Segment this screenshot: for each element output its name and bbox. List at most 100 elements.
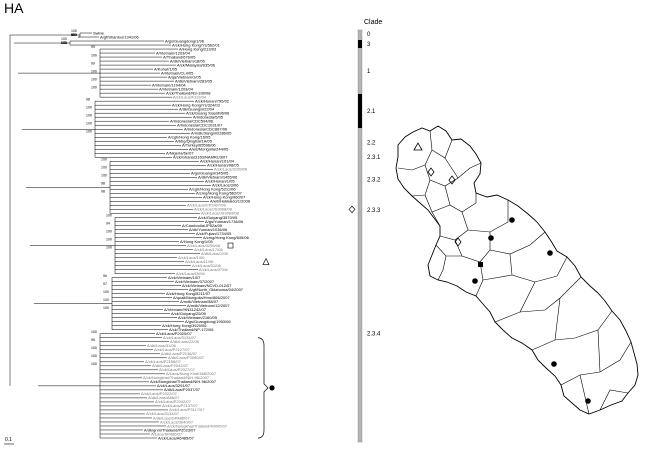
taxon-label: A/ck/Laos/3/06: [212, 183, 239, 188]
taxon-label: A/ck/Hunan/98/05: [207, 163, 240, 168]
province-line: [519, 281, 536, 313]
taxon-label: A/ck/Laos/19/06: [176, 271, 205, 276]
square-marker-legend: [227, 242, 234, 249]
province-line: [411, 179, 431, 197]
bootstrap-value: 100: [106, 214, 112, 218]
province-line: [461, 200, 509, 233]
province-line: [599, 389, 629, 411]
taxon-label: A/dk/Laos/P2042/07: [152, 363, 189, 368]
taxon-label: A/ck/Vietnam/1/07: [168, 275, 201, 280]
province-lines: [397, 130, 632, 415]
province-line: [397, 149, 433, 171]
bootstrap-value: 100: [91, 69, 97, 73]
taxon-label: A/Hong Kong/213/03: [179, 46, 217, 51]
bootstrap-value: 100: [101, 174, 107, 178]
taxon-label: A/dk/Vietnam/283/05: [175, 78, 213, 83]
bootstrap-value: 98: [86, 97, 90, 101]
province-line: [489, 231, 546, 255]
bootstrap-value: 100: [86, 105, 92, 109]
province-line: [554, 297, 561, 341]
taxon-label: A/Kohat/1/05: [154, 66, 178, 71]
circle-marker: [547, 250, 553, 256]
bootstrap-value: 100: [91, 330, 97, 334]
province-line: [475, 261, 484, 297]
taxon-label: A/ck/Malaysia/935/06: [177, 62, 216, 67]
province-line: [439, 229, 469, 241]
clade-label: 2.3.1: [367, 155, 381, 161]
tree-branches: [9, 32, 213, 439]
taxon-label: A/ck/Laos/P2127/07: [154, 347, 191, 352]
bootstrap-value: 96: [91, 338, 95, 342]
taxon-label: A/ck/Laos/P2027/07: [159, 367, 196, 372]
taxon-label: A/ck/Laos/31/06: [192, 263, 221, 268]
bootstrap-value: 100: [86, 129, 92, 133]
clade-fill: [358, 94, 362, 128]
bootstrap-value: 100: [61, 41, 67, 45]
bootstrap-value: 98: [101, 182, 105, 186]
taxon-label: A/ck/Laos/3291/07: [157, 383, 191, 388]
taxon-label: A/Vietnam/1194/04: [152, 82, 186, 87]
taxon-label: A/ck/Laos/P2137/07: [162, 403, 199, 408]
taxon-label: A/ck/Laos/JS3069/08: [201, 211, 240, 216]
taxon-label: A/dk/Laos/P2136/07: [161, 351, 198, 356]
bootstrap-value: 97: [103, 282, 107, 286]
bootstrap-value: 100: [71, 33, 77, 37]
circle-marker: [509, 217, 515, 223]
taxon-label: A/ck/Laos/P2158/07: [145, 359, 182, 364]
province-line: [424, 157, 459, 187]
taxon-label: A/ck/Thailand/NP-172/06: [169, 327, 214, 332]
bootstrap-value: 94: [106, 222, 110, 226]
taxon-label: A/dk/Laos/22/06: [170, 339, 200, 344]
taxon-label: A/ck/Laos/F119/04: [173, 94, 207, 99]
taxon-label: A/ck/Hunan/1/05: [205, 179, 235, 184]
taxon-label: A/ck/Vietnam/2160/05: [178, 315, 218, 320]
circle-marker: [488, 235, 494, 241]
clade-label: 2.3.3: [367, 208, 381, 214]
taxon-label: A/Indonesia/CDC594/06: [170, 119, 214, 124]
taxon-label: A/ck/Laos/P2042/07: [155, 399, 192, 404]
square-marker: [478, 262, 483, 267]
province-line: [424, 194, 451, 213]
taxon-label: A/ck/Hunan/795/02: [195, 98, 230, 103]
province-line: [509, 253, 568, 283]
taxon-label: A/Vietnam/1203/04: [156, 50, 191, 55]
province-line: [437, 255, 447, 281]
group-bracket: [257, 337, 269, 439]
clade-bar: [357, 29, 363, 443]
province-line: [531, 310, 613, 351]
taxon-label: A/gs/Yunnan/1736/06: [205, 219, 244, 224]
taxon-label: A/ck/Guang Xiao/896/06: [186, 110, 230, 115]
province-line: [560, 341, 632, 386]
taxon-label: A/Vietnam/CL4/05: [161, 70, 194, 75]
taxon-label: A/ck/Laos/3134/07: [163, 335, 197, 340]
taxon-label: A/ck/Laos/P3117/07: [169, 407, 205, 412]
taxon-label: A/ck/Guiyang/20/09: [171, 311, 207, 316]
taxon-label: A/ck/Hong Kong/5211/07: [166, 291, 211, 296]
taxon-label: A/ck/Laos/11/06: [185, 259, 214, 264]
taxon-label: Swine: [93, 30, 105, 35]
taxon-label: A/dk/Vietnam/1455/06: [198, 175, 238, 180]
taxon-label: A/gs/Guangxi/345/05: [191, 171, 229, 176]
clade-label: 2.3.2: [367, 178, 381, 184]
bootstrap-value: 100: [91, 53, 97, 57]
province-line: [444, 185, 477, 213]
taxon-label: A/Indonesia/CDC1031/07: [177, 123, 223, 128]
province-line: [429, 130, 453, 159]
taxon-label: A/Laos/Nong Khai/468/2007: [166, 371, 217, 376]
taxon-label: A/cgh/Hong Kong/5211/06: [189, 187, 236, 192]
taxon-label: A/dk/gnm/Thailand/P2023/07: [144, 427, 196, 432]
province-line: [494, 276, 582, 323]
bootstrap-value: 99: [71, 33, 75, 37]
taxon-label: A/cmg/Hong Kong/645/06: [203, 235, 250, 240]
taxon-label: A/ck/Laos/1/06: [178, 255, 205, 260]
taxon-label: A/ck/Laos/17/06: [194, 247, 223, 252]
clade-fill: [358, 40, 362, 48]
taxon-label: A/gs/Guangdong/1953/06: [185, 319, 231, 324]
bootstrap-value: 100: [91, 77, 97, 81]
taxon-label: A/ck/Laos/3295/06: [214, 167, 248, 172]
taxon-label: A/gf/Shantou/1341/06: [100, 34, 139, 39]
taxon-label: A/ck/Laos/3295/06: [187, 243, 221, 248]
taxon-label: A/ck/Hong Kong/960/07: [203, 195, 246, 200]
bootstrap-value: 100: [61, 41, 67, 45]
bootstrap-value: 100: [61, 41, 67, 45]
